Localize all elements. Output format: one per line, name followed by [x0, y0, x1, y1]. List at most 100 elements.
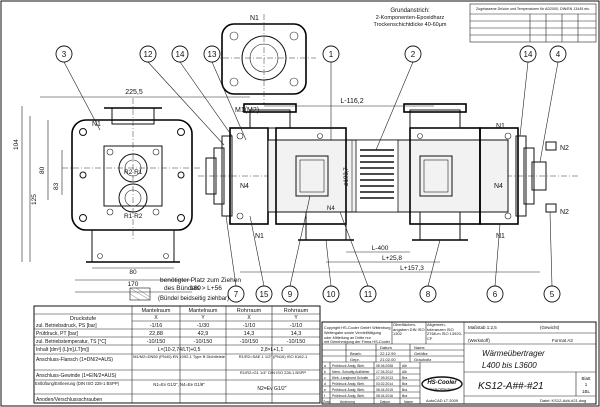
tolerance-info: Allgemein-toleranzen ISO 2768-m ISO 1392… — [427, 323, 463, 341]
svg-text:2: 2 — [411, 50, 416, 59]
dim-l-157-3: L+157,3 — [400, 265, 424, 272]
svg-text:Prüfdruck, PT [bar]: Prüfdruck, PT [bar] — [36, 331, 78, 337]
svg-text:14: 14 — [524, 50, 533, 59]
svg-text:08.04.2016: 08.04.2016 — [376, 394, 393, 398]
balloon-7: 7 — [225, 215, 245, 303]
svg-text:14: 14 — [176, 50, 185, 59]
label-n4-left: N4 — [240, 183, 249, 190]
svg-text:Prüfdruck Ändg. Bleh.: Prüfdruck Ändg. Bleh. — [332, 388, 365, 392]
title-block: Copyright HS-Cooler GmbH Wittenburg Weit… — [321, 321, 597, 405]
revision-table: a Prüfdruck Ändg. Bleh. 08.06.2008 Alb b… — [322, 362, 421, 404]
balloon-5: 5 — [543, 211, 561, 303]
label-n4-mid: N4 — [327, 206, 335, 212]
svg-text:08.06.2008: 08.06.2008 — [376, 364, 393, 368]
weight-label: (Gewicht) — [540, 325, 560, 330]
svg-text:Gepr.: Gepr. — [350, 357, 360, 362]
label-m1m2: M1(M2) — [235, 107, 259, 114]
svg-text:-1/30: -1/30 — [197, 323, 210, 329]
balloon-8: 8 — [419, 239, 441, 303]
nameplate — [295, 155, 329, 197]
svg-text:Anschluss-Flansch (1=DN/2=AUS): Anschluss-Flansch (1=DN/2=AUS) — [36, 357, 113, 363]
svg-text:b: b — [324, 370, 326, 374]
balloon-12: 12 — [139, 45, 225, 146]
svg-text:N2=Ev G1/2": N2=Ev G1/2" — [257, 386, 286, 392]
svg-text:Bra: Bra — [402, 376, 407, 380]
svg-text:GmbH Wittenburg: GmbH Wittenburg — [430, 387, 454, 391]
svg-text:Blatt: Blatt — [581, 376, 591, 381]
pull-note-line3: (Bündel beidseitig ziehbar) — [158, 296, 229, 302]
tolerances-title: Zugelassene Drücke und Temperaturen für … — [476, 7, 590, 11]
svg-text:Alb: Alb — [402, 364, 407, 368]
item-balloons: 3 12 14 13 1 2 14 4 7 15 9 10 11 8 6 5 — [55, 45, 567, 303]
svg-text:11: 11 — [364, 290, 373, 299]
svg-text:Prüfdruck Ändg. Bleh.: Prüfdruck Ändg. Bleh. — [332, 394, 365, 398]
svg-text:Anoden/Verschlussschrauben: Anoden/Verschlussschrauben — [36, 397, 102, 403]
label-n1-right-bottom: N1 — [496, 233, 505, 240]
svg-text:HS-Cooler: HS-Cooler — [427, 380, 457, 386]
label-n2-bottom: N2 — [560, 209, 569, 216]
svg-text:d: d — [324, 382, 326, 386]
svg-text:mit Genehmigung der Firma HS-C: mit Genehmigung der Firma HS-Cooler — [324, 340, 391, 344]
dim-dia-193-7: ø193,7 — [344, 167, 350, 186]
primer-line2: Trockenschichtdicke 40-60µm — [374, 22, 447, 28]
dim-180: 180 — [190, 285, 201, 292]
th-mantel-y: Mantelraum — [188, 308, 217, 314]
dim-80: 80 — [39, 166, 46, 174]
label-n1-left: N1 — [92, 121, 101, 128]
thread-rohr: R1/R2=G1 1/4" DIN ISO 228-1 BSPP — [239, 371, 307, 375]
svg-text:Bra: Bra — [402, 382, 407, 386]
svg-text:-1/10: -1/10 — [290, 323, 303, 329]
svg-text:9: 9 — [288, 290, 293, 299]
svg-text:Grauholtz: Grauholtz — [414, 357, 431, 362]
balloon-1: 1 — [322, 45, 340, 140]
svg-text:21.02.00: 21.02.00 — [380, 357, 396, 362]
label-r2r1: R2 R1 — [124, 169, 143, 176]
company-logo: HS-Cooler GmbH Wittenburg — [421, 376, 463, 392]
balloon-3: 3 — [55, 45, 101, 131]
svg-text:Inhalt [dm³] (L[m],LT[m]): Inhalt [dm³] (L[m],LT[m]) — [36, 347, 90, 353]
svg-text:Datum: Datum — [380, 400, 390, 404]
left-foot — [305, 212, 347, 241]
svg-text:Y: Y — [294, 315, 298, 321]
balloon-9: 9 — [281, 195, 311, 303]
pressure-table-small: Zugelassene Drücke und Temperaturen für … — [469, 3, 597, 43]
svg-text:f: f — [324, 394, 325, 398]
svg-text:Bra: Bra — [402, 388, 407, 392]
file-label: Datei: KS12-A##-#21.dwg — [540, 398, 586, 403]
svg-text:-10/150: -10/150 — [240, 339, 259, 345]
balloon-13: 13 — [203, 45, 247, 141]
svg-text:22,88: 22,88 — [149, 331, 163, 337]
title-line1: Wärmeübertrager — [482, 349, 545, 358]
primer-note: Grundanstrich: 2-Komponenten-Epoxidharz … — [374, 8, 447, 28]
svg-text:L×(10-2,74/LT)+0,5: L×(10-2,74/LT)+0,5 — [158, 347, 201, 353]
svg-text:17.04.2012: 17.04.2012 — [376, 370, 393, 374]
svg-text:X: X — [247, 315, 251, 321]
label-n1-bottom: N1 — [255, 233, 264, 240]
side-view: N2 N2 M1(M2) N4 N4 N1 N1 N1 N4 L-116,2 L… — [198, 98, 580, 273]
svg-text:Anschluss-Gewinde (1=EIN/2=AUS: Anschluss-Gewinde (1=EIN/2=AUS) — [36, 373, 117, 379]
balloon-11: 11 — [339, 211, 377, 303]
material-label: (Werkstoff) — [468, 338, 490, 343]
svg-text:a: a — [324, 364, 326, 368]
svg-text:8: 8 — [426, 290, 431, 299]
th-druckstufe: Druckstufe — [70, 316, 96, 322]
dim-83: 83 — [53, 182, 60, 190]
svg-text:7: 7 — [234, 290, 239, 299]
svg-text:1: 1 — [585, 382, 588, 387]
svg-text:Prüfdruck Ändg. Bleh.: Prüfdruck Ändg. Bleh. — [332, 382, 365, 386]
svg-text:Name: Name — [404, 400, 413, 404]
svg-text:zul. Betriebstemperatur, TS [°: zul. Betriebstemperatur, TS [°C] — [36, 339, 107, 345]
label-n4-right: N4 — [494, 183, 503, 190]
dim-l-25-8: L+25,8 — [382, 255, 402, 262]
vent-label: Entlüftung/Entleerung (DIN ISO 228-1 BSP… — [35, 381, 120, 386]
svg-text:c: c — [324, 376, 326, 380]
label-n2-top: N2 — [560, 145, 569, 152]
svg-text:Prüfdruck Ändg. Bleh.: Prüfdruck Ändg. Bleh. — [332, 364, 365, 368]
svg-text:oder Mitteilung an Dritte nur: oder Mitteilung an Dritte nur — [324, 336, 372, 340]
svg-text:14,3: 14,3 — [244, 331, 255, 337]
svg-text:Bra: Bra — [402, 394, 407, 398]
label-r1r2: R1 R2 — [124, 213, 143, 220]
th-mantel-x: Mantelraum — [141, 308, 170, 314]
